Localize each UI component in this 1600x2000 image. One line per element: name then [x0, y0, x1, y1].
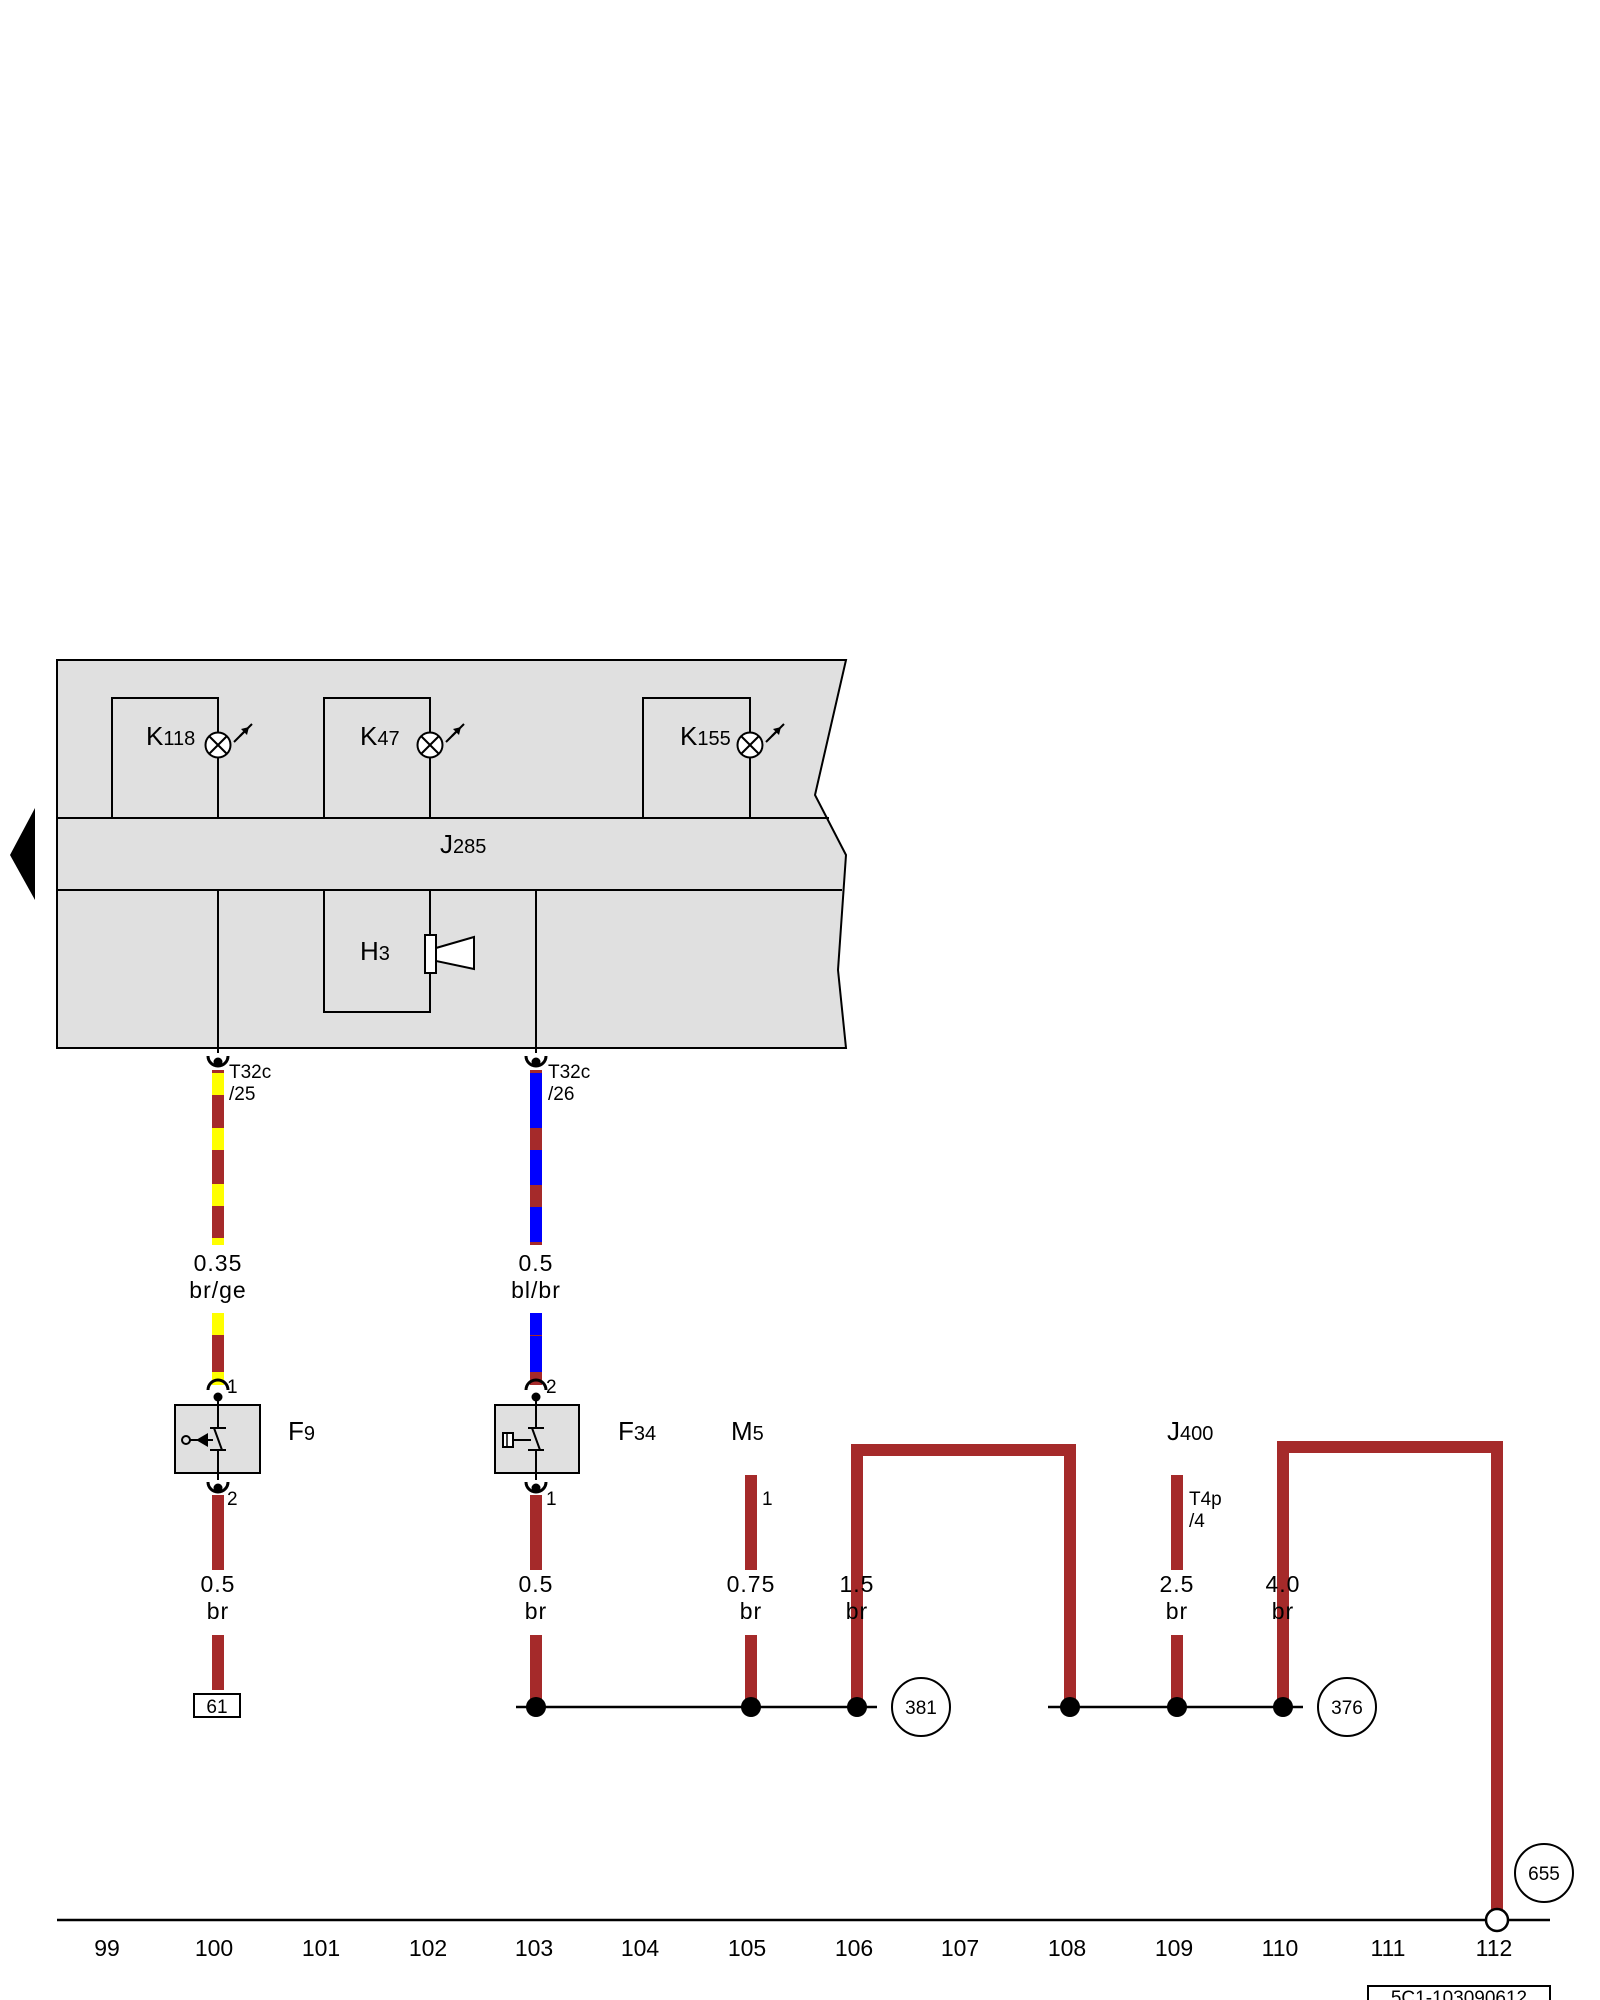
ground-bus-left — [516, 1697, 877, 1717]
column-number: 107 — [941, 1935, 979, 1961]
continuation-arrow-icon — [10, 808, 35, 900]
f9-pin-bottom: 2 — [227, 1489, 238, 1510]
wire-103-color: bl/br — [511, 1277, 561, 1303]
k47-warning-lamp: K47 — [323, 697, 465, 818]
column-number: 104 — [621, 1935, 660, 1961]
t4p-pin: /4 — [1189, 1511, 1205, 1532]
column-number: 111 — [1371, 1935, 1406, 1961]
wire-100-size: 0.35 — [194, 1250, 243, 1276]
lamp-icon — [736, 723, 785, 759]
column-number: 105 — [728, 1935, 766, 1961]
wire-106-size: 1.5 — [840, 1571, 875, 1597]
wire-103-size: 0.5 — [519, 1250, 554, 1276]
column-number: 100 — [195, 1935, 233, 1961]
wire-110-size: 4.0 — [1266, 1571, 1301, 1597]
k155-label: K155 — [680, 721, 731, 751]
j285-label: J285 — [440, 829, 486, 859]
wire-109-size: 2.5 — [1160, 1571, 1195, 1597]
ref-box-61: 61 — [193, 1693, 241, 1718]
lamp-icon — [204, 723, 253, 759]
k118-warning-lamp: K118 — [111, 697, 253, 818]
t32c-25-name: T32c — [229, 1062, 271, 1083]
wire-100b-size: 0.5 — [201, 1571, 236, 1597]
f9-label: F9 — [288, 1416, 315, 1446]
f9-pin-top: 1 — [227, 1377, 238, 1398]
column-number: 112 — [1476, 1935, 1513, 1961]
k47-label: K47 — [360, 721, 400, 751]
wire-109-color: br — [1166, 1598, 1188, 1624]
wire-106-color: br — [846, 1598, 868, 1624]
m5-pin: 1 — [762, 1489, 773, 1510]
t32c-25-pin: /25 — [229, 1084, 255, 1105]
j400-label: J400 — [1167, 1416, 1213, 1446]
k118-label: K118 — [146, 721, 195, 751]
diagram-code-box: 5C1-103090612 — [1367, 1985, 1551, 2000]
wire-100-br-ge — [212, 1070, 224, 1385]
t4p-name: T4p — [1189, 1489, 1222, 1510]
svg-text:5C1-103090612: 5C1-103090612 — [1391, 1988, 1527, 2000]
column-number: 108 — [1048, 1935, 1086, 1961]
connector-t32c-25: T32c /25 — [206, 1055, 271, 1105]
h3-buzzer: H3 — [323, 890, 475, 1013]
ground-bus-right — [1048, 1697, 1303, 1717]
brown-wires — [212, 1441, 1503, 1920]
switch-icon — [502, 1397, 544, 1480]
column-number: 106 — [835, 1935, 873, 1961]
ground-ref-381: 381 — [891, 1677, 951, 1737]
wire-105-color: br — [740, 1598, 762, 1624]
column-numbers: 99 100 101 102 103 104 105 106 107 108 1… — [94, 1935, 1512, 1961]
column-number: 101 — [302, 1935, 340, 1961]
column-number: 110 — [1262, 1935, 1299, 1961]
svg-text:655: 655 — [1528, 1864, 1560, 1885]
column-number: 103 — [515, 1935, 553, 1961]
column-number: 99 — [94, 1935, 120, 1961]
connection-point-icon — [1484, 1907, 1510, 1933]
svg-text:61: 61 — [206, 1697, 227, 1718]
instrument-cluster-panel — [56, 659, 848, 1049]
buzzer-icon — [424, 934, 475, 974]
lamp-icon — [416, 723, 465, 759]
wire-110-color: br — [1272, 1598, 1294, 1624]
wire-100-color: br/ge — [189, 1277, 246, 1303]
t32c-26-pin: /26 — [548, 1084, 574, 1105]
m5-label: M5 — [731, 1416, 764, 1446]
f34-pin-top: 2 — [546, 1377, 557, 1398]
connector-t32c-26: T32c /26 — [524, 1055, 590, 1105]
k155-warning-lamp: K155 — [642, 697, 785, 818]
wire-103b-size: 0.5 — [519, 1571, 554, 1597]
column-number: 109 — [1155, 1935, 1193, 1961]
ground-ref-376: 376 — [1317, 1677, 1377, 1737]
wire-103b-color: br — [525, 1598, 547, 1624]
wire-105-size: 0.75 — [727, 1571, 776, 1597]
column-number: 102 — [409, 1935, 447, 1961]
svg-text:376: 376 — [1331, 1698, 1363, 1719]
wire-103-bl-br — [530, 1070, 542, 1385]
f34-switch: 2 1 F34 — [494, 1377, 656, 1510]
h3-label: H3 — [360, 936, 390, 966]
ground-ref-655: 655 — [1514, 1843, 1574, 1903]
svg-text:381: 381 — [905, 1698, 937, 1719]
f34-pin-bottom: 1 — [546, 1489, 557, 1510]
wire-100b-color: br — [207, 1598, 229, 1624]
f34-label: F34 — [618, 1416, 656, 1446]
f9-switch: 1 2 F9 — [174, 1377, 315, 1510]
t32c-26-name: T32c — [548, 1062, 590, 1083]
switch-icon — [181, 1397, 226, 1480]
